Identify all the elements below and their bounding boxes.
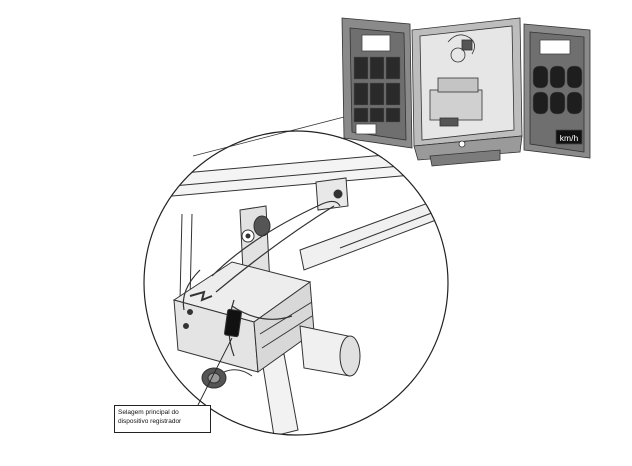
zoom-leader-line [192,116,345,157]
equipment-cabinet [341,17,591,167]
callout-label: Selagem principal do dispositivo registr… [114,405,211,433]
detail-view [149,149,448,435]
callout-leader-line [197,337,233,406]
callout-line-1: Selagem principal do [118,409,179,416]
main-seal [224,308,242,338]
seal-wires [182,200,341,357]
detail-circle-outline [143,130,449,436]
recorder-housing [172,261,315,373]
sensor-cylinder [201,325,361,389]
cabinet-body [411,17,523,167]
left-door [341,17,413,149]
speed-unit-label: km/h [560,133,579,143]
right-door [523,23,591,159]
callout-line-2: dispositivo registrador [118,418,182,425]
